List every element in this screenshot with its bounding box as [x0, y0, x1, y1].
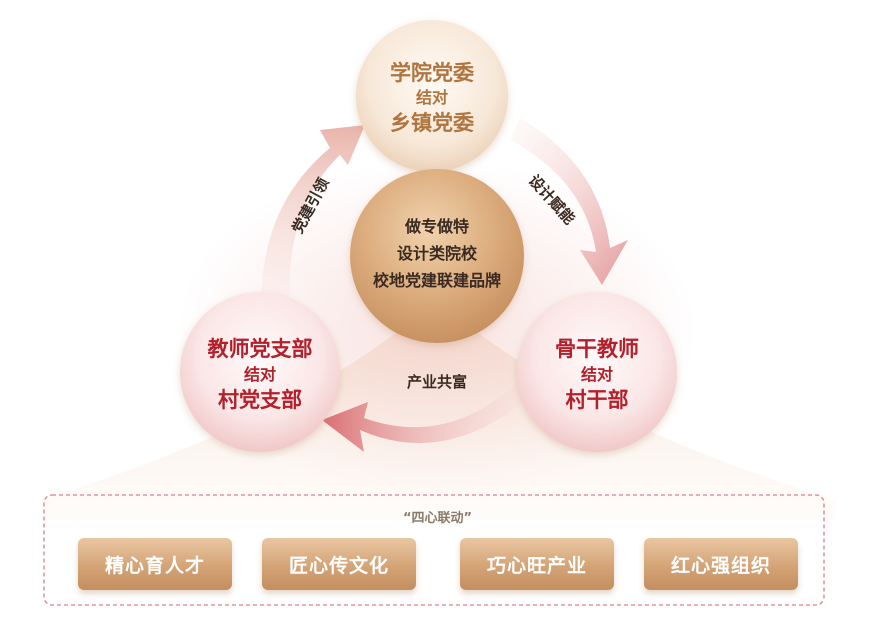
linkage-title: “四心联动” [402, 511, 473, 526]
top-circle-line1: 学院党委 [390, 61, 474, 85]
linkage-item-3[interactable]: 巧心旺产业 [460, 538, 614, 590]
left-arrow-band [261, 125, 365, 320]
right-arrow-band [510, 118, 628, 285]
linkage-item-2[interactable]: 匠心传文化 [262, 538, 416, 590]
right-circle-line3: 村干部 [566, 388, 629, 412]
bottom-arrow-label: 产业共富 [407, 373, 467, 391]
linkage-item-4[interactable]: 红心强组织 [644, 538, 798, 590]
left-circle-line1: 教师党支部 [208, 337, 313, 361]
linkage-container [43, 494, 825, 606]
center-circle-line1: 做专做特 [404, 217, 469, 236]
left-circle-line2: 结对 [243, 365, 276, 384]
right-circle-line1: 骨干教师 [555, 337, 639, 361]
left-circle: 教师党支部 结对 村党支部 [180, 292, 340, 452]
center-circle-line3: 校地党建联建品牌 [373, 271, 501, 290]
center-circle: 做专做特 设计类院校 校地党建联建品牌 [350, 169, 524, 343]
right-circle-line2: 结对 [580, 365, 613, 384]
top-circle-line2: 结对 [415, 88, 448, 107]
right-circle: 骨干教师 结对 村干部 [517, 292, 677, 452]
top-circle: 学院党委 结对 乡镇党委 [356, 20, 508, 172]
left-circle-line3: 村党支部 [218, 388, 302, 412]
bottom-arrow-band [322, 380, 540, 452]
linkage-item-1[interactable]: 精心育人才 [78, 538, 232, 590]
center-circle-line2: 设计类院校 [397, 244, 478, 263]
top-circle-line3: 乡镇党委 [390, 111, 474, 135]
